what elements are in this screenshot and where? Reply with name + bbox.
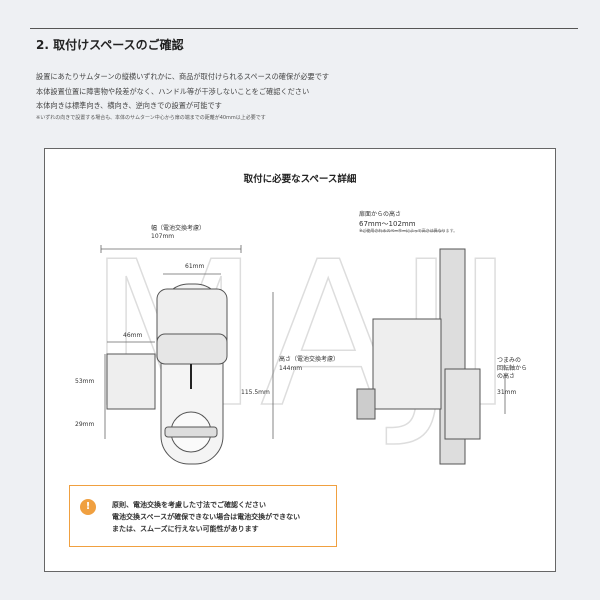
depth-label: 扉面からの高さ: [359, 211, 402, 218]
height-label: 高さ（電池交換考慮）: [279, 356, 340, 363]
section-title: 2. 取付けスペースのご確認: [36, 38, 184, 52]
height2-value: 29mm: [75, 421, 95, 428]
divider: [30, 28, 578, 29]
knob-label-line: 回転軸から: [497, 365, 528, 372]
warning-line: または、スムーズに行えない可能性があります: [112, 525, 259, 533]
width-label: 幅（電池交換考慮）: [151, 225, 206, 232]
panel-title: 取付に必要なスペース詳細: [243, 174, 357, 185]
top-width-value: 61mm: [185, 263, 205, 270]
knob-value: 31mm: [497, 389, 517, 396]
desc-line: 本体設置位置に障害物や段差がなく、ハンドル等が干渉しないことをご確認ください: [36, 86, 310, 96]
desc-line: 本体向きは標準向き、横向き、逆向きでの設置が可能です: [36, 101, 222, 110]
warning-line: 原則、電池交換を考慮した寸法でご確認ください: [112, 501, 266, 509]
battery-width-value: 46mm: [123, 332, 143, 339]
width-value: 107mm: [151, 233, 175, 240]
height1-value: 53mm: [75, 378, 95, 385]
depth-note: ※ご使用されるスペーサーによって高さは異なります。: [359, 228, 458, 233]
height-value: 144mm: [279, 365, 303, 372]
footnote: ※いずれの向きで設置する場合も、本体のサムターン中心から扉の端までの距離が40m…: [36, 115, 266, 121]
diagram-panel: MAJI 取付に必要なスペース詳細 幅（電池交換考慮） 107mm 61mm 4…: [44, 148, 556, 572]
knob-label-line: つまみの: [497, 357, 522, 364]
total-height-value: 115.5mm: [241, 389, 270, 396]
warning-box: ! 原則、電池交換を考慮した寸法でご確認ください 電池交換スペースが確保できない…: [69, 485, 337, 547]
knob-label: つまみの 回転軸から の高さ: [497, 357, 527, 381]
desc-line: 設置にあたりサムターンの縦横いずれかに、商品が取付けられるスペースの確保が必要で…: [36, 72, 330, 81]
depth-value: 67mm〜102mm: [359, 220, 416, 228]
exclamation-icon: !: [80, 499, 96, 515]
lock-diagram: MAJI: [87, 218, 515, 465]
knob-label-line: の高さ: [497, 373, 516, 380]
description: 設置にあたりサムターンの縦横いずれかに、商品が取付けられるスペースの確保が必要で…: [36, 70, 329, 114]
warning-line: 電池交換スペースが確保できない場合は電池交換ができない: [112, 513, 301, 521]
